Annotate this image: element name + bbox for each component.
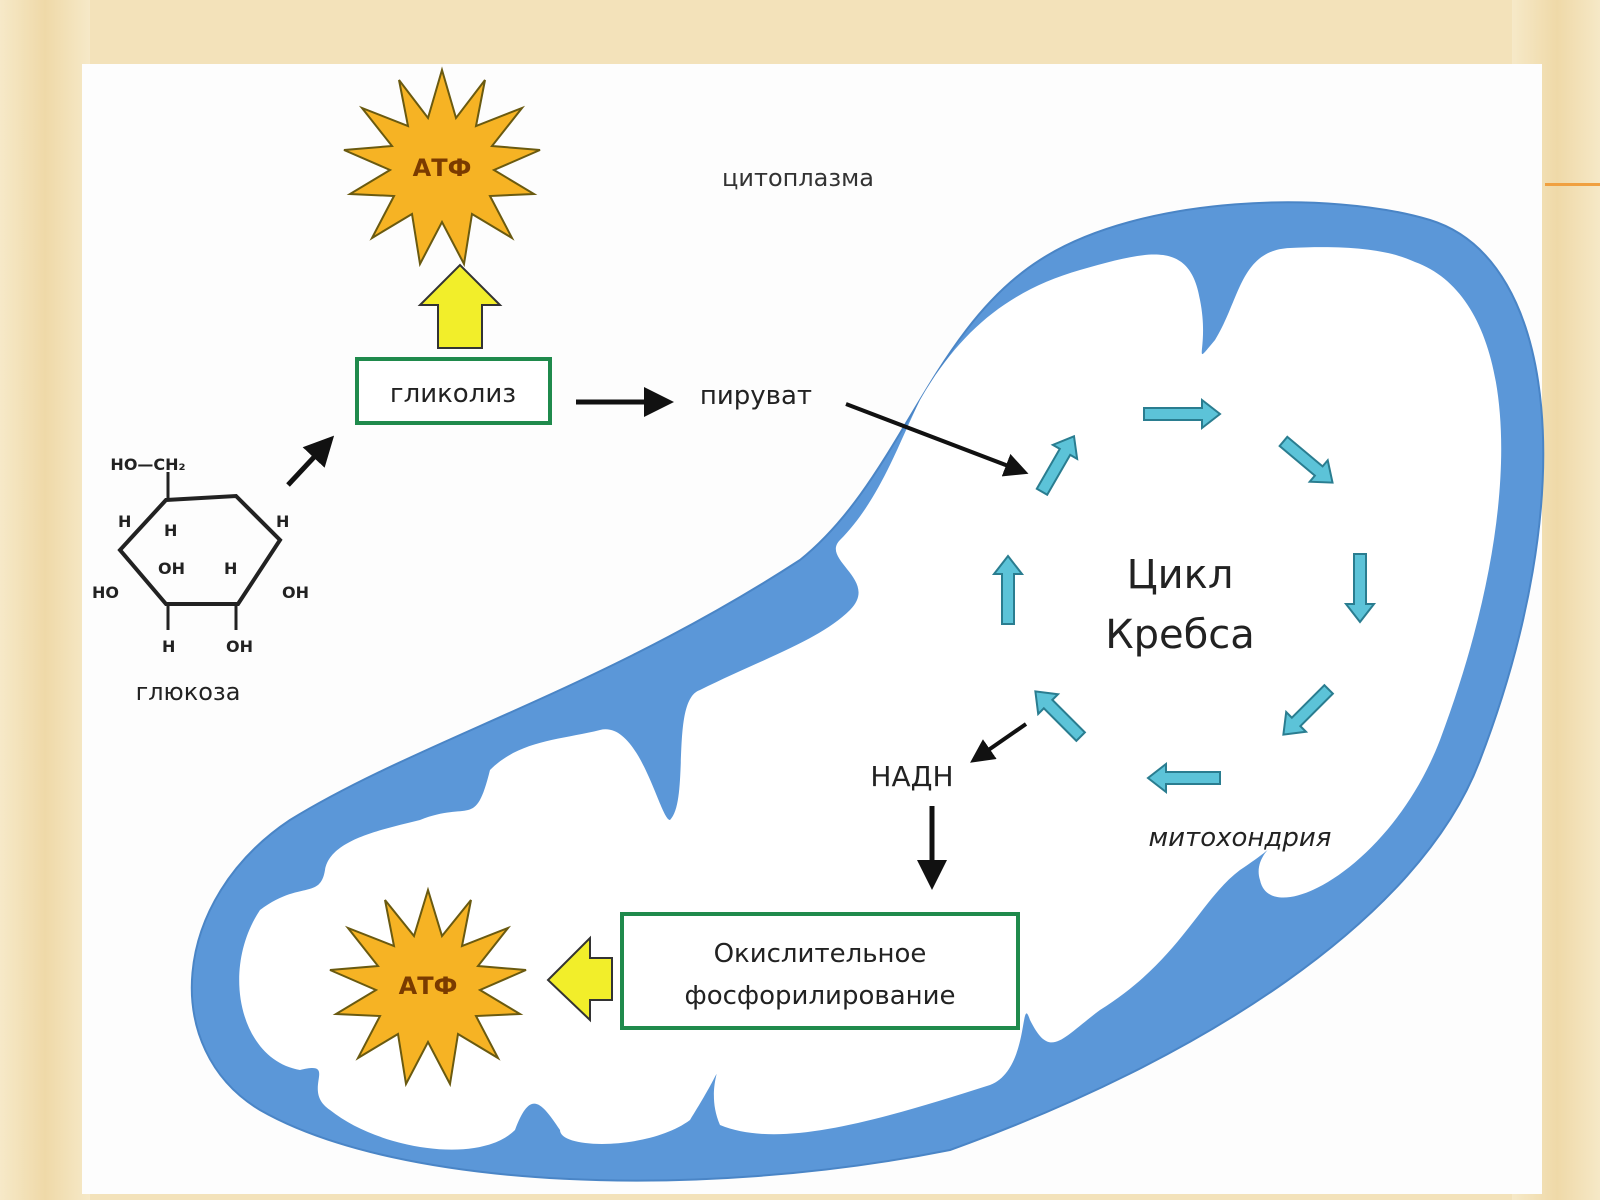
glucose-label: глюкоза [136,678,241,706]
pyruvate-label: пируват [700,381,812,411]
glycolysis-label: гликолиз [390,379,516,409]
glucose-ch2oh: HO—CH₂ [110,455,185,474]
glucose-atom: H [164,521,177,540]
krebs-cycle-arrows [991,397,1377,795]
cycle-arrow [1035,434,1079,497]
glucose-atom: H [118,512,131,531]
accent-line [1545,183,1600,186]
glucose-structure: HO—CH₂ H H H OH H HO OH H OH [92,455,309,656]
burst-shape [329,886,527,1088]
cycle-arrow [1282,683,1335,736]
arrow-glucose-to-glycolysis [286,435,335,487]
atp-burst-bottom: АТФ [329,886,527,1088]
glucose-atom: OH [226,637,253,656]
burst-shape [343,66,541,268]
cytoplasm-label: цитоплазма [722,164,874,192]
glucose-atom: HO [92,583,119,602]
cycle-arrow [1278,435,1334,484]
atp-label-bottom: АТФ [399,972,458,1000]
arrow-cycle-to-nadh [970,722,1028,763]
glucose-atom: OH [282,583,309,602]
cycle-arrow [1143,397,1222,431]
cycle-arrow [1343,553,1377,624]
glucose-atom: H [224,559,237,578]
yellow-left-arrow [546,935,613,1023]
glucose-ring [117,493,283,606]
nadh-label: НАДН [870,760,953,793]
oxphos-box [620,912,1020,1030]
atp-label-top: АТФ [413,154,472,182]
oxphos-label-line2: фосфорилирование [684,981,955,1011]
krebs-cycle-label-line1: Цикл [1127,552,1234,598]
inner-matrix [239,247,1502,1150]
cycle-arrow [1034,690,1087,743]
yellow-up-arrow [417,263,503,349]
krebs-cycle-label-line2: Кребса [1105,612,1255,658]
cycle-arrow [991,554,1025,625]
atp-burst-top: АТФ [343,66,541,268]
glucose-atom: H [162,637,175,656]
mitochondria-label: митохондрия [1149,823,1332,853]
oxphos-label-line1: Окислительное [714,939,927,969]
glucose-atom: H [276,512,289,531]
glucose-atom: OH [158,559,185,578]
arrow-pyruvate-to-cycle [845,402,1029,477]
cycle-arrow [1146,761,1221,795]
mitochondrion [190,201,1545,1182]
glycolysis-box [355,357,552,425]
